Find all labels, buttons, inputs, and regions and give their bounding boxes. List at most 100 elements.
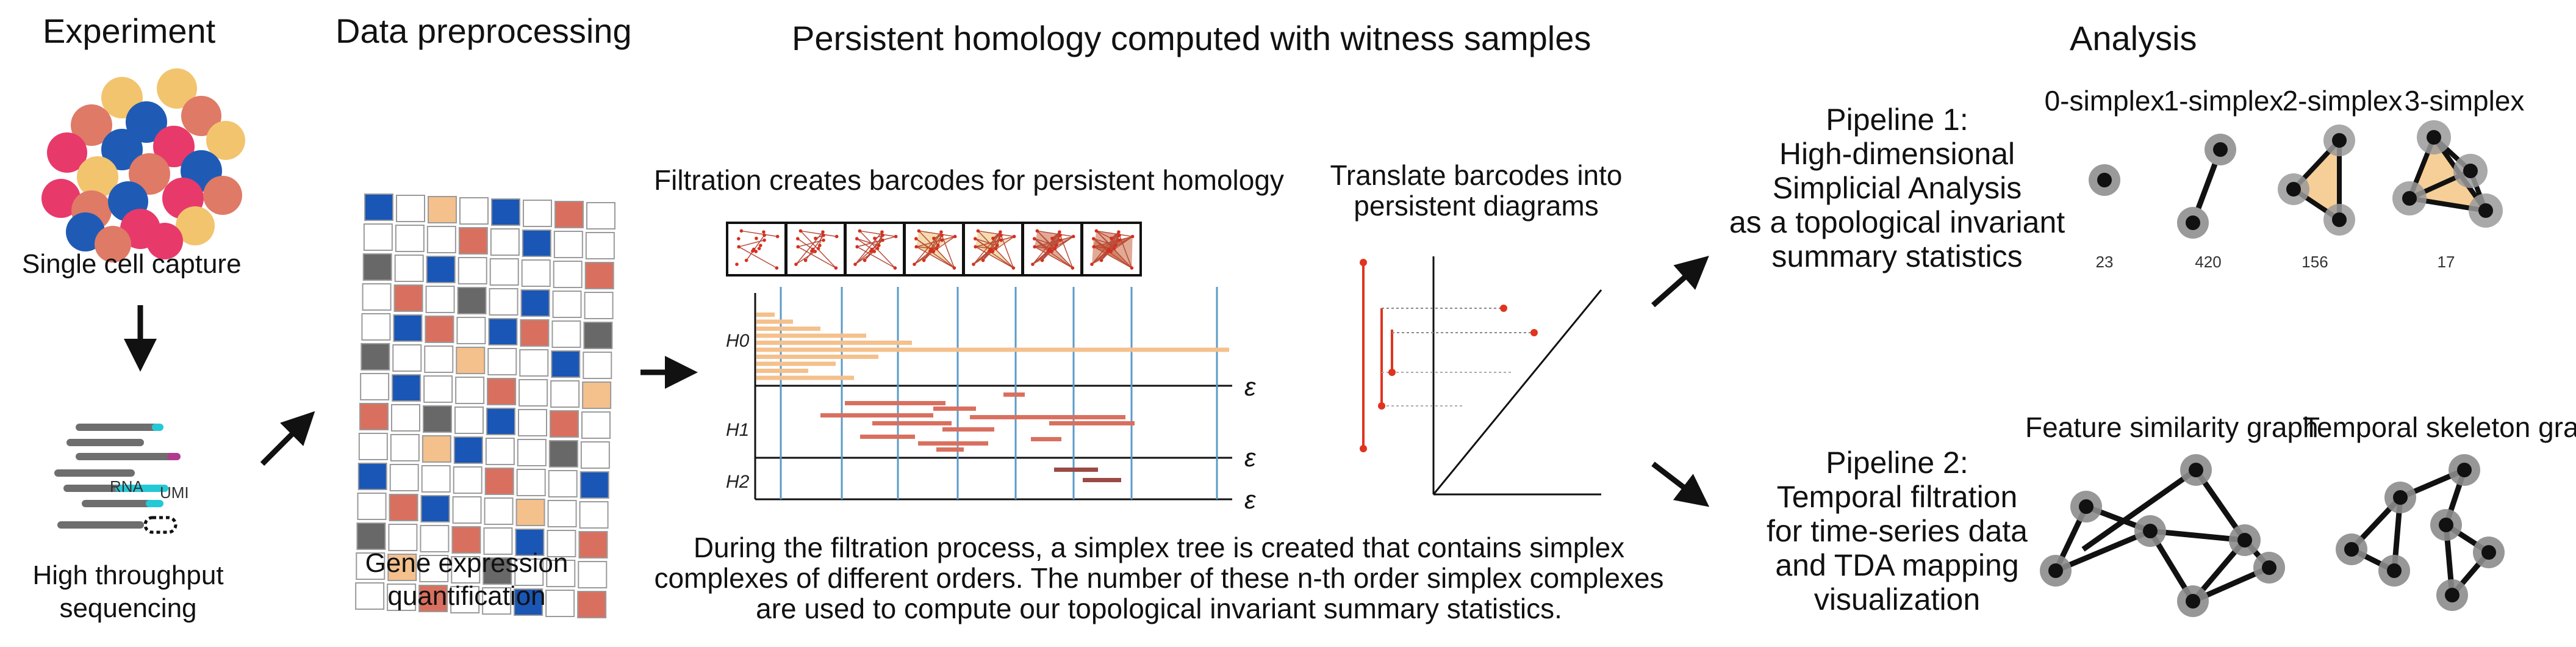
matrix-cell	[517, 439, 547, 466]
filtration-description-3: are used to compute our topological inva…	[756, 593, 1562, 624]
filtration-thumbnail	[903, 222, 964, 277]
h2-label: H2	[726, 472, 750, 492]
matrix-cell	[428, 196, 457, 223]
matrix-cell	[389, 494, 418, 521]
matrix-cell	[552, 291, 582, 318]
h1-bar	[1049, 421, 1135, 425]
matrix-cell	[391, 404, 420, 432]
h0-label: H0	[726, 331, 750, 351]
filtration-title: Filtration creates barcodes for persiste…	[654, 164, 1284, 196]
matrix-cell	[553, 261, 583, 288]
h2-bar	[1083, 478, 1121, 482]
matrix-cell	[488, 318, 518, 345]
h0-bar	[756, 313, 775, 317]
matrix-cell	[546, 560, 576, 587]
h1-bar	[936, 447, 964, 452]
translate-title-2: persistent diagrams	[1354, 190, 1599, 222]
matrix-cell	[450, 586, 480, 613]
matrix-cell	[362, 253, 392, 281]
pipeline1-line-4: as a topological invariant	[1729, 205, 2065, 239]
filtration-step-lines	[780, 287, 1218, 499]
matrix-cell	[423, 375, 453, 403]
matrix-cell	[582, 381, 612, 409]
matrix-cell	[522, 230, 551, 257]
h1-label: H1	[726, 420, 750, 440]
matrix-cell	[518, 379, 548, 407]
matrix-cell	[360, 373, 390, 400]
simplex-2-label: 2-simplex	[2282, 85, 2403, 117]
h1-bar	[970, 415, 1125, 419]
matrix-cell	[521, 259, 551, 287]
matrix-cell	[554, 201, 584, 228]
matrix-cell	[485, 438, 515, 465]
matrix-cell	[456, 347, 486, 374]
graph-node	[2473, 537, 2505, 568]
graph-node	[2040, 555, 2072, 587]
filtration-thumbnail	[963, 222, 1024, 277]
matrix-cell	[458, 227, 488, 255]
matrix-cell	[453, 466, 483, 494]
graph-node	[2384, 482, 2416, 513]
matrix-cell	[581, 411, 611, 439]
matrix-cell	[577, 591, 607, 618]
matrix-cell	[421, 465, 451, 493]
epsilon-label-h0: ε	[1244, 372, 1256, 401]
rna-label: RNA	[110, 477, 143, 496]
section-title-experiment: Experiment	[43, 12, 216, 50]
arrow-to-pipeline-1	[1651, 256, 1709, 308]
graph-node	[2436, 579, 2468, 611]
section-title-analysis: Analysis	[2070, 19, 2197, 57]
h1-bar	[933, 407, 976, 411]
h1-bar	[872, 421, 952, 425]
matrix-cell	[359, 403, 389, 430]
matrix-cell	[548, 470, 578, 497]
matrix-cell	[392, 344, 422, 372]
matrix-cell	[392, 374, 422, 402]
matrix-cell	[516, 469, 546, 496]
matrix-cell	[548, 440, 578, 468]
temporal-graph-nodes	[2336, 454, 2505, 611]
matrix-cell	[358, 433, 388, 460]
matrix-cell	[388, 524, 418, 551]
matrix-cell	[356, 552, 386, 580]
h1-bar	[1031, 437, 1061, 441]
matrix-cell	[456, 317, 486, 344]
matrix-cell	[551, 350, 581, 378]
cell-cluster	[41, 68, 245, 262]
h0-bar	[756, 375, 854, 380]
matrix-cell	[454, 407, 484, 434]
epsilon-label-h2: ε	[1244, 485, 1256, 514]
pipeline2-line-3: for time-series data	[1767, 514, 2028, 548]
matrix-cell	[518, 409, 547, 436]
matrix-cell	[457, 287, 487, 314]
matrix-cell	[419, 555, 449, 582]
matrix-cell	[355, 582, 385, 610]
matrix-cell	[483, 557, 512, 585]
matrix-cell	[484, 468, 514, 495]
matrix-cell	[547, 500, 577, 527]
arrow-to-pipeline-2	[1651, 461, 1710, 507]
h0-bar	[756, 327, 820, 331]
h1-bar	[845, 401, 945, 405]
barcode-axes	[754, 293, 1232, 501]
section-title-persistent: Persistent homology computed with witnes…	[792, 19, 1591, 57]
h0-bar	[756, 333, 866, 338]
matrix-cell	[547, 530, 576, 557]
matrix-cell	[550, 380, 580, 408]
single-cell-capture-label: Single cell capture	[22, 249, 242, 279]
simplex-2-count: 156	[2302, 253, 2328, 271]
matrix-cell	[395, 225, 425, 252]
matrix-cell	[362, 283, 392, 311]
matrix-cell	[550, 410, 579, 438]
matrix-cell	[422, 435, 451, 463]
pipeline1-line-3: Simplicial Analysis	[1772, 171, 2022, 205]
pipeline2-line-4: and TDA mapping	[1775, 548, 2019, 582]
filtration-description-1: During the filtration process, a simplex…	[693, 532, 1625, 563]
h1-bar	[820, 413, 933, 417]
graph-node	[2378, 555, 2410, 587]
matrix-cell	[584, 262, 614, 289]
gene-expression-label-2: quantification	[387, 581, 546, 611]
matrix-cell	[361, 313, 391, 341]
graph-node	[2229, 524, 2261, 556]
matrix-cell	[393, 314, 423, 342]
